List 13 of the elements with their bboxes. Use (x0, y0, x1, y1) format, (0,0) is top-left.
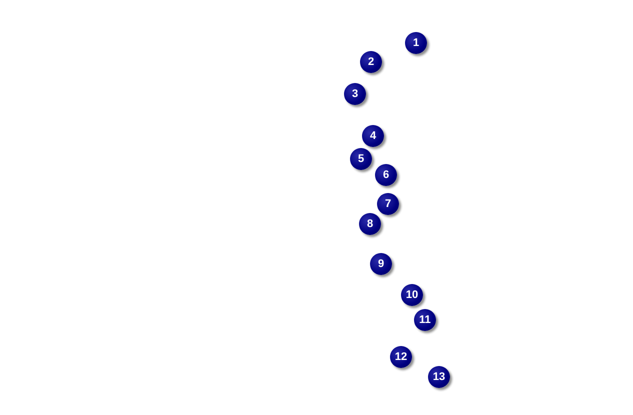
callout-number: 10 (401, 284, 423, 306)
callout-number: 4 (362, 125, 384, 147)
callout-number: 13 (428, 366, 450, 388)
callout-number: 8 (359, 213, 381, 235)
callout-number: 6 (375, 164, 397, 186)
callout-number: 3 (344, 83, 366, 105)
callout-number: 12 (390, 346, 412, 368)
callout-number: 7 (377, 193, 399, 215)
callout-number: 11 (414, 309, 436, 331)
callout-number: 1 (405, 32, 427, 54)
callout-number: 5 (350, 148, 372, 170)
callout-number: 2 (360, 51, 382, 73)
callout-number: 9 (370, 253, 392, 275)
